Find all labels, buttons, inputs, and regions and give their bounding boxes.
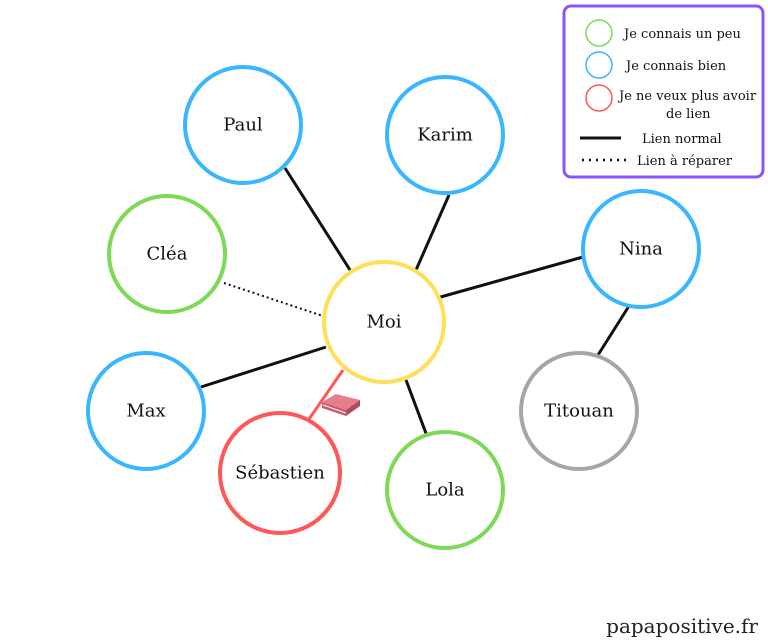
node-paul[interactable] — [183, 65, 303, 185]
link-lola — [404, 379, 429, 437]
legend-blue-circle — [585, 51, 613, 79]
label-sebastien: Sébastien — [235, 463, 325, 484]
legend-know-little: Je connais un peu — [622, 27, 741, 42]
node-karim[interactable] — [385, 75, 505, 195]
node-lola[interactable] — [385, 430, 505, 550]
legend-repair-link: Lien à réparer — [637, 154, 733, 169]
label-nina: Nina — [619, 239, 663, 260]
label-lola: Lola — [425, 480, 465, 501]
link-max — [200, 345, 327, 389]
legend-no-more-1: Je ne veux plus avoir — [617, 89, 757, 104]
links — [200, 167, 631, 437]
link-sebastien-broken — [305, 369, 345, 423]
legend: Je connais un peu Je connais bien Je ne … — [562, 4, 765, 179]
link-nina — [436, 255, 584, 300]
node-titouan[interactable] — [519, 351, 639, 471]
link-paul — [283, 167, 352, 271]
legend-green-circle — [585, 19, 613, 47]
label-paul: Paul — [223, 115, 263, 136]
label-clea: Cléa — [147, 244, 188, 265]
eraser-icon — [322, 394, 360, 416]
node-max[interactable] — [86, 351, 206, 471]
site-watermark: papapositive.fr — [606, 614, 758, 638]
node-nina[interactable] — [581, 189, 701, 309]
legend-know-well: Je connais bien — [624, 59, 727, 74]
link-karim — [414, 194, 451, 271]
legend-no-more-2: de lien — [666, 107, 711, 122]
legend-normal-link: Lien normal — [642, 132, 722, 147]
node-moi[interactable] — [322, 260, 446, 384]
node-sebastien[interactable] — [218, 411, 342, 535]
label-max: Max — [126, 401, 165, 422]
link-nina-titouan — [596, 305, 631, 356]
label-karim: Karim — [417, 125, 473, 146]
label-titouan: Titouan — [544, 401, 614, 422]
legend-red-circle — [585, 84, 613, 112]
link-clea-dotted — [223, 282, 324, 317]
label-moi: Moi — [366, 312, 401, 333]
node-clea[interactable] — [107, 194, 227, 314]
